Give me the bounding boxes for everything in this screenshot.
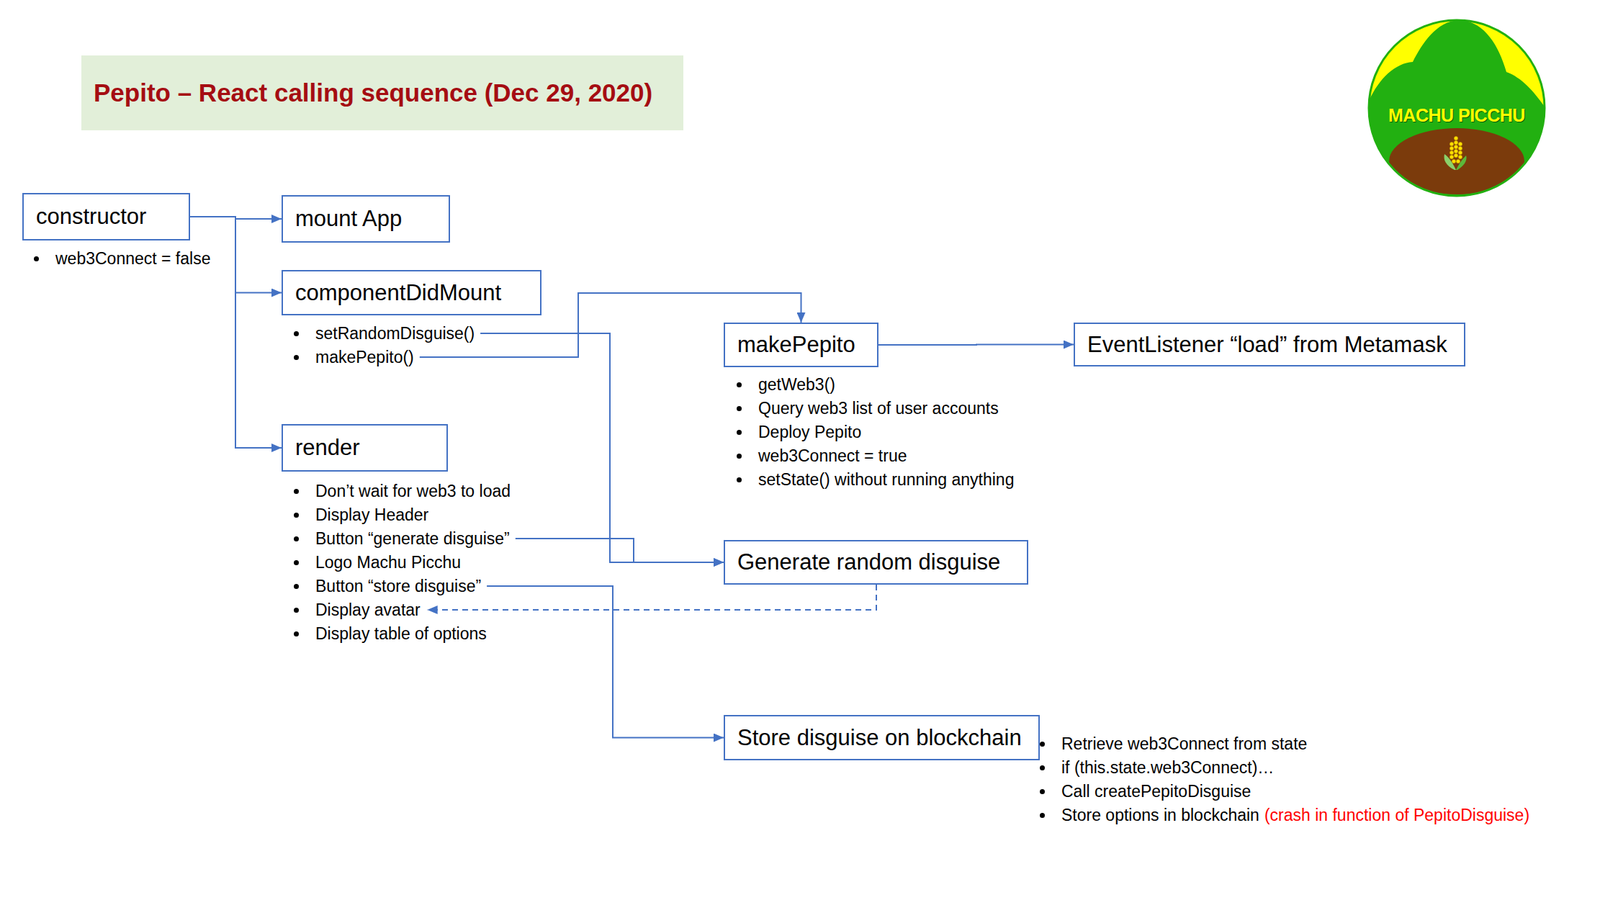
bullet-text: Button “generate disguise”	[315, 529, 510, 548]
bullet-text: Store options in blockchain	[1061, 805, 1260, 825]
bullet-dot	[1039, 765, 1045, 771]
bullet-dot	[293, 583, 299, 590]
bullet-item: Query web3 list of user accounts	[736, 396, 1014, 421]
box-label: Store disguise on blockchain	[737, 725, 1022, 752]
bullet-item: Call createPepitoDisguise	[1039, 779, 1530, 804]
bullet-text: getWeb3()	[758, 375, 836, 394]
box-label: makePepito	[737, 331, 856, 358]
bullet-dot	[736, 406, 742, 412]
bullet-item: web3Connect = true	[736, 444, 1014, 469]
bullet-list: Don’t wait for web3 to loadDisplay Heade…	[293, 479, 511, 646]
connector-arrow	[480, 333, 724, 563]
bullet-text: Button “store disguise”	[315, 576, 482, 596]
box-label: constructor	[36, 203, 147, 230]
bullet-text: setRandomDisguise()	[315, 324, 475, 343]
bullet-dot	[736, 453, 742, 459]
bullet-item: setRandomDisguise()	[293, 321, 475, 346]
bullet-item: Display avatar	[293, 598, 511, 623]
bullet-text: Display avatar	[315, 600, 421, 620]
bullet-item: Display Header	[293, 503, 511, 528]
bullet-text: Deploy Pepito	[758, 422, 862, 442]
bullet-text: web3Connect = false	[55, 249, 211, 268]
bullet-dot	[293, 607, 299, 613]
process-box: constructorweb3Connect = false	[22, 192, 191, 241]
connector-arrow	[486, 586, 724, 739]
bullet-dot	[1039, 741, 1045, 747]
bullet-text: Query web3 list of user accounts	[758, 398, 999, 418]
bullet-dot	[293, 512, 299, 518]
title-band: Pepito – React calling sequence (Dec 29,…	[81, 55, 684, 131]
bullet-item: Store options in blockchain(crash in fun…	[1039, 803, 1530, 828]
bullet-dot	[736, 429, 742, 435]
bullet-dot	[293, 536, 299, 542]
bullet-item: web3Connect = false	[33, 246, 211, 271]
bullet-list: web3Connect = false	[33, 246, 211, 271]
bullet-text: Display Header	[315, 505, 429, 525]
bullet-text: makePepito()	[315, 347, 415, 367]
bullet-dot	[33, 256, 39, 262]
bullet-dot	[736, 382, 742, 388]
bullet-list: setRandomDisguise() makePepito()	[293, 321, 475, 370]
bullet-item: Display table of options	[293, 622, 511, 646]
process-box: componentDidMountsetRandomDisguise()make…	[281, 270, 542, 316]
bullet-item: Logo Machu Picchu	[293, 550, 511, 575]
bullet-text: Don’t wait for web3 to load	[315, 481, 511, 501]
bullet-item: Button “store disguise”	[293, 574, 511, 599]
bullet-text: setState() without running anything	[758, 470, 1014, 489]
bullet-item: Don’t wait for web3 to load	[293, 479, 511, 504]
bullet-list: getWeb3() Query web3 list of user account…	[736, 372, 1014, 492]
bullet-text: Call createPepitoDisguise	[1061, 781, 1251, 801]
bullet-dot	[293, 631, 299, 637]
process-box: EventListener “load” from Metamask	[1073, 322, 1466, 367]
connector-arrow	[427, 584, 877, 610]
bullet-dot	[293, 354, 299, 361]
process-box: Store disguise on blockchainRetrieve web…	[723, 715, 1040, 761]
bullet-item: getWeb3()	[736, 372, 1014, 397]
bullet-dot	[293, 331, 299, 337]
bullet-dot	[1039, 789, 1045, 795]
connector-arrow	[515, 538, 724, 563]
process-box: renderDon’t wait for web3 to loadDisplay…	[281, 424, 448, 472]
bullet-item: Retrieve web3Connect from state	[1039, 732, 1530, 757]
diagram-title: Pepito – React calling sequence (Dec 29,…	[93, 78, 653, 108]
bullet-dot	[293, 488, 299, 494]
bullet-dot	[293, 560, 299, 566]
bullet-text: Retrieve web3Connect from state	[1061, 734, 1307, 754]
logo-text: MACHU PICCHU	[1388, 105, 1526, 127]
error-note: (crash in function of PepitoDisguise)	[1264, 805, 1530, 825]
box-label: Generate random disguise	[737, 549, 1001, 576]
bullet-item: Button “generate disguise”	[293, 527, 511, 551]
box-label: mount App	[295, 205, 402, 232]
bullet-item: if (this.state.web3Connect)…	[1039, 756, 1530, 780]
bullet-text: web3Connect = true	[758, 446, 908, 466]
box-label: render	[295, 434, 361, 461]
process-box: makePepitogetWeb3()Query web3 list of us…	[723, 322, 879, 368]
bullet-item: Deploy Pepito	[736, 420, 1014, 445]
box-label: componentDidMount	[295, 280, 502, 307]
box-label: EventListener “load” from Metamask	[1087, 331, 1448, 358]
bullet-text: Display table of options	[315, 624, 487, 644]
process-box: mount App	[281, 195, 451, 243]
bullet-item: setState() without running anything	[736, 468, 1014, 492]
bullet-list: Retrieve web3Connect from state if (this.…	[1039, 732, 1530, 828]
connector-arrow	[878, 344, 1074, 347]
bullet-text: Logo Machu Picchu	[315, 553, 461, 572]
bullet-item: makePepito()	[293, 345, 475, 370]
bullet-dot	[1039, 812, 1045, 819]
process-box: Generate random disguise	[723, 540, 1029, 585]
bullet-text: if (this.state.web3Connect)…	[1061, 758, 1274, 777]
bullet-dot	[736, 477, 742, 483]
